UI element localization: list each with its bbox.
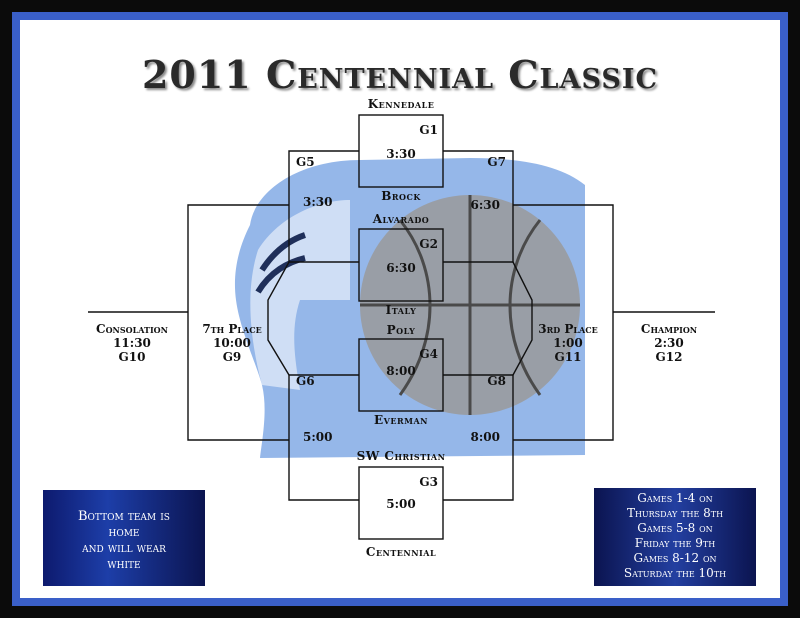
basketball-icon	[360, 195, 580, 415]
team-sw-christian: SW Christian	[356, 449, 446, 463]
game-label-g2: G2	[419, 237, 438, 251]
seventh-place-info: 7th Place 10:00 G9	[192, 322, 272, 364]
consolation-info: Consolation 11:30 G10	[80, 322, 184, 364]
bracket-g5	[288, 150, 359, 263]
seventh-place-name: 7th Place	[202, 322, 262, 336]
game-box-g2	[358, 228, 444, 302]
game-label-g4: G4	[419, 347, 438, 361]
seventh-place-game: G9	[222, 350, 242, 364]
game-label-g3: G3	[419, 475, 438, 489]
champion-info: Champion 2:30 G12	[626, 322, 712, 364]
seventh-place-time: 10:00	[213, 336, 251, 350]
bracket-lines	[88, 114, 715, 540]
game-label-g7: G7	[487, 155, 506, 169]
champion-game: G12	[655, 350, 683, 364]
game-label-g6: G6	[296, 374, 315, 388]
third-place-info: 3rd Place 1:00 G11	[526, 322, 610, 364]
game-label-g5: G5	[296, 155, 315, 169]
game-time-g3: 5:00	[386, 497, 416, 511]
bracket-g8	[443, 374, 514, 501]
home-note-line-4: white	[107, 557, 141, 572]
bracket-g6	[288, 374, 359, 501]
third-place-game: G11	[554, 350, 582, 364]
game-label-g8: G8	[487, 374, 506, 388]
home-note-line-1: Bottom team is	[78, 509, 170, 524]
team-poly: Poly	[386, 323, 416, 337]
team-kennedale: Kennedale	[367, 97, 435, 111]
bracket-g7	[443, 150, 514, 263]
game-time-g7: 6:30	[470, 198, 500, 212]
schedule-note-line-4: Friday the 9th	[634, 536, 716, 550]
page-title: 2011 Centennial Classic	[141, 52, 659, 97]
team-brock: Brock	[381, 189, 421, 203]
bracket-g12	[513, 204, 614, 441]
champion-name: Champion	[640, 322, 698, 336]
schedule-note: Games 1-4 on Thursday the 8th Games 5-8 …	[594, 488, 756, 586]
schedule-note-line-6: Saturday the 10th	[623, 566, 727, 580]
home-note-line-3: and will wear	[82, 541, 166, 556]
champion-time: 2:30	[654, 336, 684, 350]
third-place-name: 3rd Place	[538, 322, 598, 336]
consolation-game: G10	[118, 350, 146, 364]
home-team-note: Bottom team is home and will wear white	[43, 490, 205, 586]
game-time-g2: 6:30	[386, 261, 416, 275]
team-alvarado: Alvarado	[372, 212, 430, 226]
game-time-g1: 3:30	[386, 147, 416, 161]
bracket-g10	[187, 204, 289, 441]
home-note-line-2: home	[108, 525, 140, 540]
game-label-g1: G1	[419, 123, 438, 137]
schedule-note-line-5: Games 8-12 on	[633, 551, 717, 565]
schedule-note-line-1: Games 1-4 on	[637, 491, 713, 505]
game-time-g4: 8:00	[386, 364, 416, 378]
game-time-g6: 5:00	[303, 430, 333, 444]
team-italy: Italy	[385, 303, 417, 317]
team-everman: Everman	[374, 413, 428, 427]
consolation-name: Consolation	[96, 322, 168, 336]
bracket-g9	[267, 261, 290, 376]
game-box-g3	[358, 466, 444, 540]
game-time-g5: 3:30	[303, 195, 333, 209]
schedule-note-line-3: Games 5-8 on	[637, 521, 713, 535]
consolation-time: 11:30	[113, 336, 151, 350]
third-place-time: 1:00	[553, 336, 583, 350]
bracket-g11	[512, 261, 533, 376]
schedule-note-line-2: Thursday the 8th	[626, 506, 724, 520]
team-centennial: Centennial	[365, 545, 437, 559]
game-time-g8: 8:00	[470, 430, 500, 444]
